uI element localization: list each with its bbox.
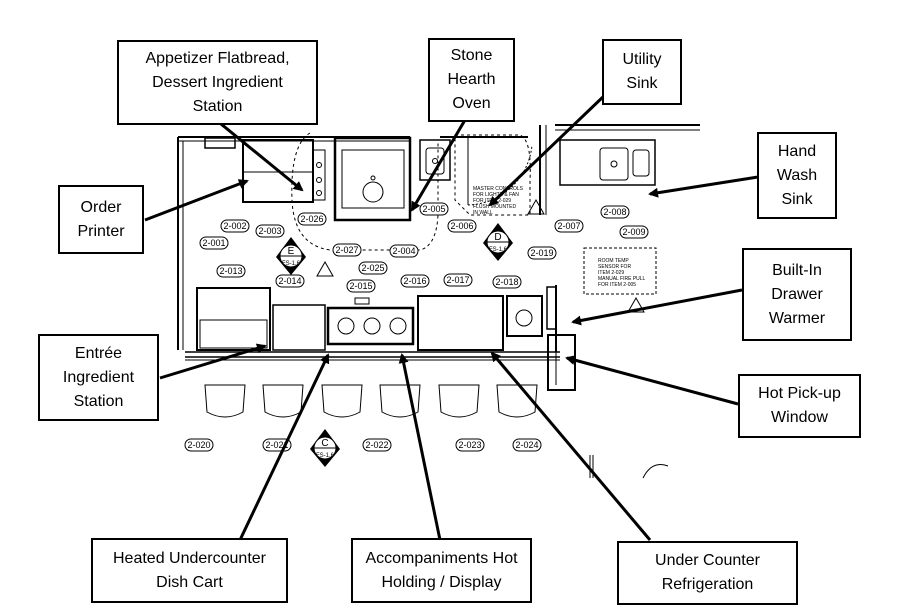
leader-hot-holding: [398, 353, 442, 541]
item-tag-label: 2-018: [495, 277, 518, 287]
switch-note: MASTER CONTROLS FOR LIGHTS & FAN FOR ITE…: [473, 186, 524, 216]
front-counter: [196, 286, 576, 391]
item-tag-label: 2-026: [300, 214, 323, 224]
callout-hot-pickup-window: Hot Pick-up Window: [738, 374, 861, 438]
callout-entree-station: Entrée Ingredient Station: [38, 334, 159, 421]
item-tag: 2-006: [447, 219, 477, 233]
leader-order-printer: [144, 179, 249, 222]
item-tag: 2-013: [216, 264, 246, 278]
section-marker-c: C FS-1.6: [310, 429, 340, 467]
door-swing: [467, 138, 533, 206]
section-marker-letter: C: [321, 438, 328, 449]
item-tag: 2-002: [220, 219, 250, 233]
section-marker-letter: D: [494, 232, 501, 243]
leader-refrigeration: [490, 351, 652, 541]
item-tag-label: 2-025: [361, 263, 384, 273]
item-tag: 2-025: [358, 261, 388, 275]
leader-arrows: [144, 93, 759, 541]
section-marker-ref: FS-1.6: [489, 247, 508, 253]
item-tag: 2-015: [346, 279, 376, 293]
item-tag: 2-005: [419, 202, 449, 216]
item-tag: 2-007: [554, 219, 584, 233]
room-temp-note-box: [583, 247, 657, 295]
item-tag-label: 2-024: [515, 440, 538, 450]
item-tag: 2-024: [512, 438, 542, 452]
leader-dish-cart: [238, 353, 330, 541]
item-tag-label: 2-016: [403, 276, 426, 286]
item-tag-label: 2-007: [557, 221, 580, 231]
item-tag-label: 2-009: [622, 227, 645, 237]
item-tag: 2-022: [362, 438, 392, 452]
item-tag-label: 2-004: [392, 246, 415, 256]
callout-dish-cart: Heated Undercounter Dish Cart: [91, 538, 288, 603]
leader-pickup: [565, 355, 739, 406]
callout-order-printer: Order Printer: [58, 185, 144, 254]
utility-area-outline: [454, 134, 531, 216]
section-marker-ref: FS-1.6: [282, 261, 301, 267]
item-tag-label: 2-005: [422, 204, 445, 214]
room-temp-note: ROOM TEMP SENSOR FOR ITEM 2-029 MANUAL F…: [598, 258, 647, 288]
item-tag: 2-018: [492, 275, 522, 289]
callout-drawer-warmer: Built-In Drawer Warmer: [742, 248, 852, 341]
back-counter: [204, 136, 656, 222]
section-marker-e: E FS-1.6: [276, 237, 306, 275]
callout-hand-wash-sink: Hand Wash Sink: [757, 132, 837, 219]
item-tag: 2-004: [389, 244, 419, 258]
item-tag-label: 2-019: [530, 248, 553, 258]
item-tag-label: 2-001: [202, 238, 225, 248]
item-tags: 2-001 2-002 2-003 2-026 2-027 2-004 2-02…: [184, 202, 649, 452]
item-tag-label: 2-020: [187, 440, 210, 450]
leader-utility-sink: [488, 93, 607, 207]
item-tag-label: 2-013: [219, 266, 242, 276]
item-tag-label: 2-021: [265, 440, 288, 450]
leader-entree: [159, 343, 267, 380]
item-tag-label: 2-027: [335, 245, 358, 255]
item-tag-label: 2-017: [446, 275, 469, 285]
leader-drawer-warmer: [571, 288, 743, 326]
item-tag: 2-009: [619, 225, 649, 239]
item-tag-label: 2-014: [278, 276, 301, 286]
item-tag: 2-014: [275, 274, 305, 288]
section-marker-letter: E: [288, 246, 295, 257]
item-tag: 2-020: [184, 438, 214, 452]
callout-under-counter-refrigeration: Under Counter Refrigeration: [617, 541, 798, 605]
item-tag: 2-023: [455, 438, 485, 452]
item-tag-label: 2-006: [450, 221, 473, 231]
item-tag: 2-016: [400, 274, 430, 288]
misc-marks: [589, 455, 669, 479]
section-marker-ref: FS-1.6: [316, 453, 335, 459]
item-tag-label: 2-022: [365, 440, 388, 450]
callout-hot-holding: Accompaniments Hot Holding / Display: [351, 538, 532, 603]
item-tag: 2-019: [527, 246, 557, 260]
item-tag-label: 2-002: [223, 221, 246, 231]
item-tag-label: 2-015: [349, 281, 372, 291]
item-tag: 2-027: [332, 243, 362, 257]
item-tag-label: 2-008: [603, 207, 626, 217]
caution-symbols: [316, 198, 645, 313]
section-marker-d: D FS-1.6: [483, 223, 513, 261]
callout-appetizer-station: Appetizer Flatbread, Dessert Ingredient …: [117, 40, 318, 125]
callout-utility-sink: Utility Sink: [602, 39, 682, 105]
leader-appetizer: [209, 113, 304, 192]
leader-oven: [410, 119, 467, 212]
item-tag-label: 2-023: [458, 440, 481, 450]
bar-stools: [204, 384, 538, 418]
item-tag: 2-001: [199, 236, 229, 250]
item-tag: 2-026: [297, 212, 327, 226]
walls: [177, 124, 700, 361]
callout-stone-oven: Stone Hearth Oven: [428, 38, 515, 122]
item-tag: 2-003: [255, 224, 285, 238]
item-tag: 2-008: [600, 205, 630, 219]
item-tag-label: 2-003: [258, 226, 281, 236]
leader-hand-wash: [648, 175, 759, 198]
item-tag: 2-017: [443, 273, 473, 287]
